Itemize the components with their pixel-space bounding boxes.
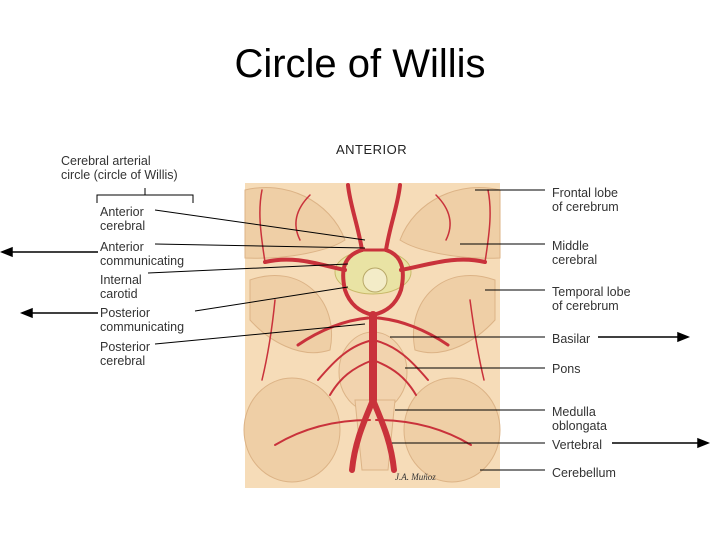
vertebral-left	[349, 397, 376, 473]
label-middle-cerebral: Middle cerebral	[552, 239, 598, 267]
leader-posterior-communicating	[194, 286, 349, 312]
label-anterior-communicating: Anterior communicating	[100, 240, 185, 268]
cerebellum-left	[243, 377, 341, 483]
label-anterior-cerebral: Anterior cerebral	[100, 205, 146, 233]
slide-title: Circle of Willis	[234, 42, 486, 86]
label-vertebral: Vertebral	[552, 438, 603, 452]
leader-posterior-cerebral	[154, 323, 366, 345]
cerebellum-right	[403, 377, 501, 483]
vertebral-right	[370, 397, 397, 473]
label-cerebellum: Cerebellum	[552, 466, 616, 480]
label-frontal-lobe: Frontal lobe of cerebrum	[552, 186, 619, 214]
group-bracket	[96, 188, 194, 203]
label-posterior-cerebral: Posterior cerebral	[100, 340, 151, 368]
arrow-left-lower-head	[19, 307, 33, 319]
label-temporal-lobe: Temporal lobe of cerebrum	[552, 285, 631, 313]
leader-internal-carotid	[147, 263, 349, 274]
label-medulla-oblongata: Medulla oblongata	[552, 405, 607, 433]
anterior-cerebral-left	[346, 183, 364, 252]
circle-of-willis-group-label: Cerebral arterial circle (circle of Will…	[61, 154, 178, 182]
arrow-left-upper-head	[0, 246, 13, 258]
illustrator-signature: J.A. Muñoz	[395, 472, 436, 482]
frontal-lobe-left	[244, 186, 346, 259]
arrow-right-lower-head	[697, 437, 711, 449]
orientation-label: ANTERIOR	[336, 142, 408, 157]
leader-anterior-cerebral	[154, 209, 366, 241]
middle-cerebral-right	[399, 257, 487, 272]
posterior-cerebral-right	[376, 316, 450, 347]
arrow-right-upper-head	[677, 331, 691, 343]
label-posterior-communicating: Posterior communicating	[100, 306, 185, 334]
leader-anterior-communicating	[154, 243, 366, 249]
label-internal-carotid: Internal carotid	[100, 273, 142, 301]
middle-cerebral-left	[263, 257, 347, 272]
label-pons: Pons	[552, 362, 581, 376]
anterior-cerebral-right	[384, 183, 402, 252]
pituitary	[362, 267, 388, 293]
label-basilar: Basilar	[552, 332, 591, 346]
